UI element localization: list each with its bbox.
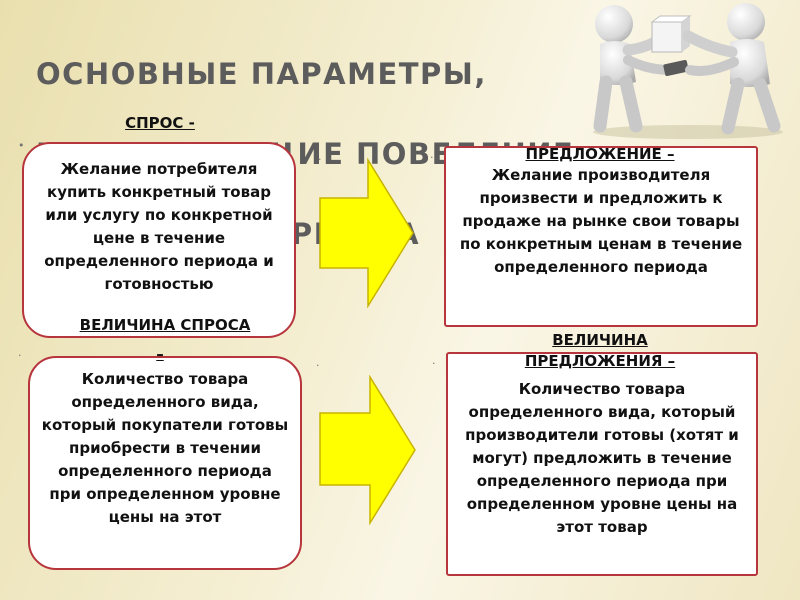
arrow-right-icon (319, 375, 416, 525)
supply-heading: ПРЕДЛОЖЕНИЕ – (525, 145, 675, 163)
bullet-dot: . (318, 150, 322, 163)
bullet-dot: . (18, 346, 22, 359)
demand-quantity-heading: ВЕЛИЧИНА СПРОСА (79, 316, 251, 334)
demand-definition: Желание потребителя купить конкретный то… (44, 160, 274, 293)
supply-quantity-heading-line-1: ВЕЛИЧИНА (552, 331, 648, 349)
demand-quantity-dash: – (156, 345, 164, 363)
title-line-1: ОСНОВНЫЕ ПАРАМЕТРЫ, (36, 57, 487, 91)
supply-quantity-heading-line-2: ПРЕДЛОЖЕНИЯ – (524, 352, 676, 370)
supply-quantity-box: Количество товара определенного вида, ко… (446, 352, 758, 576)
supply-box: Желание производителя произвести и предл… (444, 146, 758, 327)
demand-heading: СПРОС - (125, 114, 195, 132)
bullet-dot: . (316, 356, 320, 369)
bullet-dot: . (432, 354, 436, 367)
bullet-dot: • (18, 139, 25, 152)
demand-quantity-box: Количество товара определенного вида, ко… (28, 356, 302, 570)
demand-quantity-definition: Количество товара определенного вида, ко… (41, 370, 289, 526)
supply-quantity-heading: ВЕЛИЧИНА ПРЕДЛОЖЕНИЯ – (480, 330, 720, 372)
demand-box: Желание потребителя купить конкретный то… (22, 142, 296, 338)
supply-quantity-definition: Количество товара определенного вида, ко… (465, 380, 739, 536)
figures-exchange-illustration (593, 3, 783, 139)
supply-definition: Желание производителя произвести и предл… (459, 166, 743, 276)
arrow-right-icon (319, 158, 414, 308)
bullet-dot: . (430, 148, 434, 161)
